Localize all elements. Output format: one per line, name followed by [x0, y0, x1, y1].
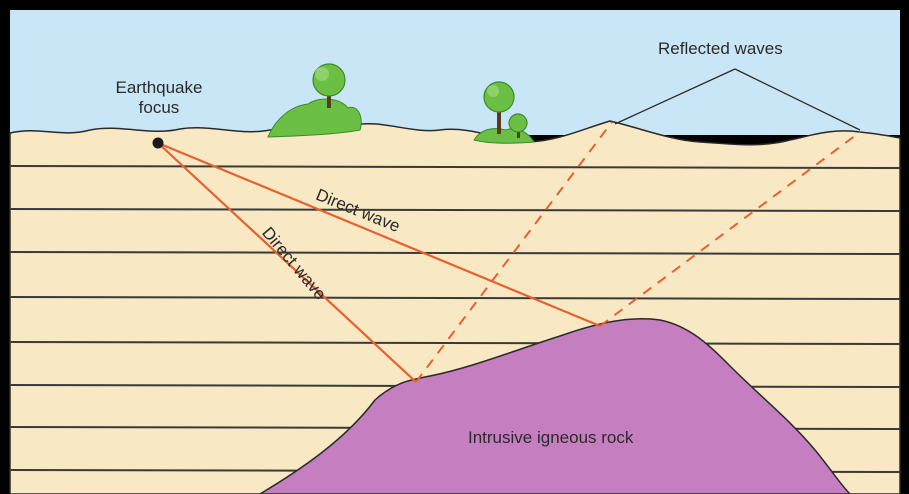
earthquake-focus-label: Earthquake focus — [104, 78, 214, 119]
reflected-waves-label: Reflected waves — [658, 40, 783, 57]
earthquake-focus-dot — [153, 138, 164, 149]
igneous-rock-label: Intrusive igneous rock — [468, 429, 633, 446]
